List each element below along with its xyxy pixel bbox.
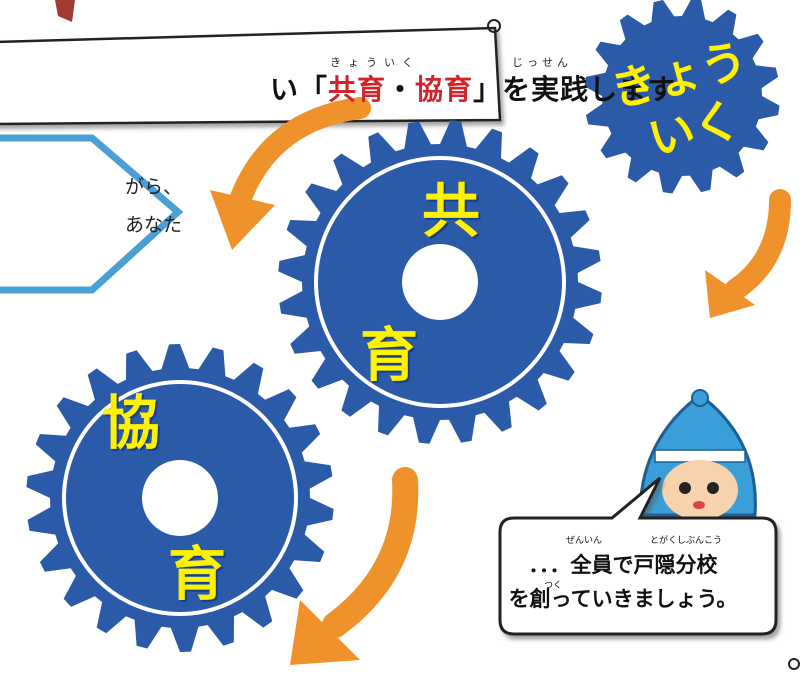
hex-line-1: がら、 [124,176,182,198]
gear-middle-label-bottom: 育 [360,321,419,389]
speech-ruby-zenin: ぜんいん [566,536,603,546]
gear-top-right [584,0,780,194]
speech-bubble [498,476,778,636]
banner-prefix: い「 [270,73,329,106]
gear-mid-hole [402,244,478,320]
speech-line-1: ．．．全員で戸隠分校 [528,553,718,577]
arrow-right-curve [705,189,791,318]
banner-ruby-kyouiku: きょういく [330,56,420,69]
corner-mark [788,658,800,670]
arrow-top-curve [210,97,371,250]
arrow-bottom-curve [290,467,419,665]
speech-line-2: を創っていきましょう。 [508,587,738,611]
gear-left [26,344,334,652]
speech-text: ．．．全員で戸隠分校 を創っていきましょう。 [488,548,758,616]
banner-ruby-jissen: じっせん [512,56,572,69]
gear-left-label-bottom: 育 [168,540,227,608]
banner-em-kyouiku: 共育 [328,73,387,106]
gear-left-ring [62,380,298,616]
hex-line-2: あなた [124,214,182,236]
banner-em-kyouiku2: 協育 [415,73,474,106]
gear-mid-ring [314,156,566,408]
hex-callout-text: がら、 あなた [0,168,190,244]
banner-frame [0,19,502,126]
ribbon-decoration [55,0,75,22]
gear-left-hole [142,460,218,536]
speech-ruby-tsuku: つく [544,581,563,591]
banner-suffix: 」を実践します [473,73,677,106]
banner-dot: ・ [386,73,416,106]
gear-small-body [584,0,780,194]
speech-ruby-togakushi: とがくしぶんこう [650,536,723,546]
gear-middle-label-top: 共 [422,177,481,245]
gear-middle [278,120,602,444]
banner-title: い「共育・協育」を実践します [270,66,676,114]
gear-left-label-top: 協 [102,389,161,457]
hex-callout [0,134,184,294]
